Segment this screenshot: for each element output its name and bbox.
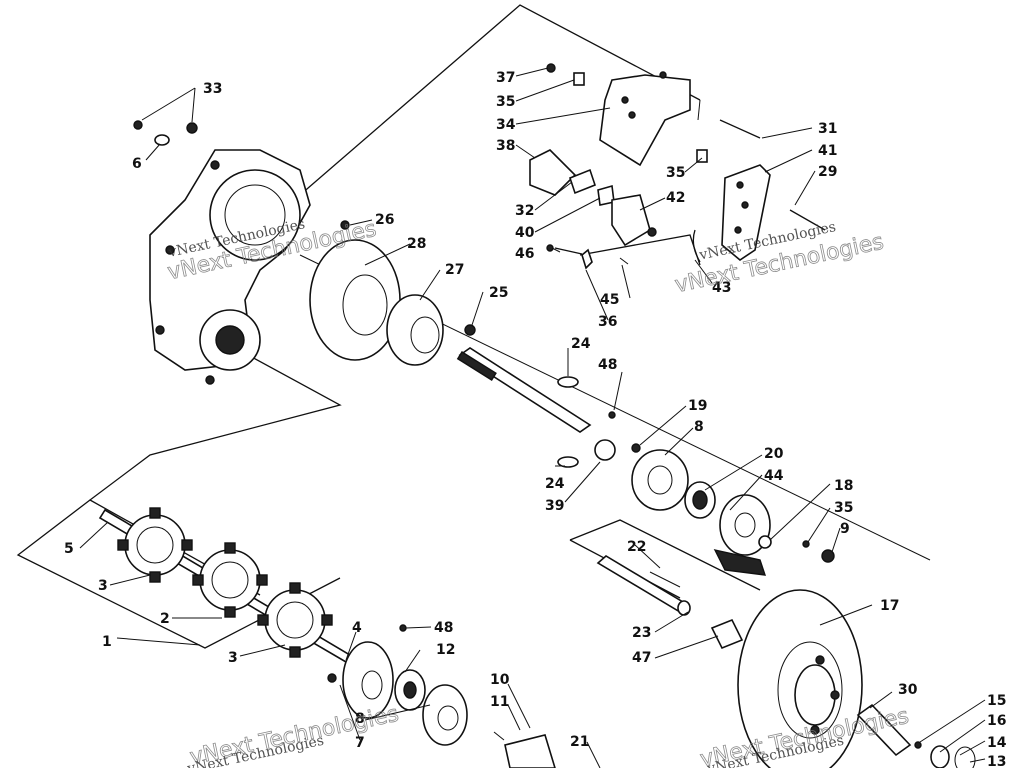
callout-20: 20 [764,446,784,462]
callout-15: 15 [987,693,1006,709]
callout-22: 22 [627,539,646,555]
callout-43: 43 [712,280,731,296]
callout-4: 4 [352,620,362,636]
drive-axle-assembly [98,507,352,664]
callout-47: 47 [632,650,651,666]
leader-lines [79,67,986,769]
callout-35: 35 [666,165,685,181]
washer-right [802,540,810,548]
callout-48: 48 [434,620,453,636]
callout-36: 36 [598,314,617,330]
bearing-assembly-right [631,449,772,576]
callout-8: 8 [694,419,704,435]
nut [464,324,476,336]
callout-6: 6 [132,156,142,172]
nut-right [821,549,835,563]
nut-left-b [186,122,198,134]
bushing [594,439,616,461]
callout-34: 34 [496,117,516,133]
drive-sprocket-1 [117,507,193,583]
callout-26: 26 [375,212,394,228]
callout-35: 35 [834,500,853,516]
callout-2: 2 [160,611,170,627]
callout-39: 39 [545,498,564,514]
callout-10: 10 [490,672,510,688]
callout-23: 23 [632,625,651,641]
callout-35: 35 [496,94,515,110]
callout-21: 21 [570,734,589,750]
roller-and-fasteners [856,703,976,773]
callout-24: 24 [571,336,591,352]
callout-11: 11 [490,694,509,710]
callout-12: 12 [436,642,455,658]
idler-shaft [596,555,744,650]
callout-7: 7 [355,735,365,751]
woodruff-key-lower [557,456,579,468]
drive-shaft [456,347,592,433]
sprocket-hub [386,294,444,366]
callout-3: 3 [98,578,108,594]
callout-1: 1 [102,634,112,650]
callout-31: 31 [818,121,837,137]
callout-19: 19 [688,398,707,414]
woodruff-key-upper [557,376,579,388]
callout-29: 29 [818,164,837,180]
callout-32: 32 [515,203,534,219]
screw-26 [340,220,350,230]
ball [608,411,616,419]
callout-16: 16 [987,713,1006,729]
callout-17: 17 [880,598,899,614]
bearing-assembly-left [327,624,557,769]
drive-sprocket-3 [257,582,333,658]
callout-38: 38 [496,138,515,154]
callout-9: 9 [840,521,850,537]
callout-37: 37 [496,70,515,86]
callout-30: 30 [898,682,918,698]
callout-46: 46 [515,246,534,262]
driven-pulley-disc [737,589,863,773]
nut-left-a [133,120,143,130]
callout-25: 25 [489,285,508,301]
caliper-bracket-assembly [529,63,826,270]
callout-28: 28 [407,236,426,252]
callout-8: 8 [355,711,365,727]
bolt-head [631,443,641,453]
callout-45: 45 [600,292,619,308]
callout-48: 48 [598,357,617,373]
callout-3: 3 [228,650,238,666]
drive-sprocket-2 [192,542,268,618]
callout-27: 27 [445,262,464,278]
washer-left [154,134,170,146]
callout-14: 14 [987,735,1007,751]
callout-numbers: 1 2 3 3 4 5 6 7 8 8 9 10 11 12 13 14 15 … [64,70,1007,770]
callout-18: 18 [834,478,853,494]
callout-42: 42 [666,190,685,206]
callout-5: 5 [64,541,74,557]
brake-disc [309,239,401,361]
callout-24: 24 [545,476,565,492]
gear-case-housing [149,149,311,385]
callout-40: 40 [515,225,535,241]
callout-13: 13 [987,754,1006,768]
callout-41: 41 [818,143,837,159]
callout-44: 44 [764,468,784,484]
callout-33: 33 [203,81,222,97]
